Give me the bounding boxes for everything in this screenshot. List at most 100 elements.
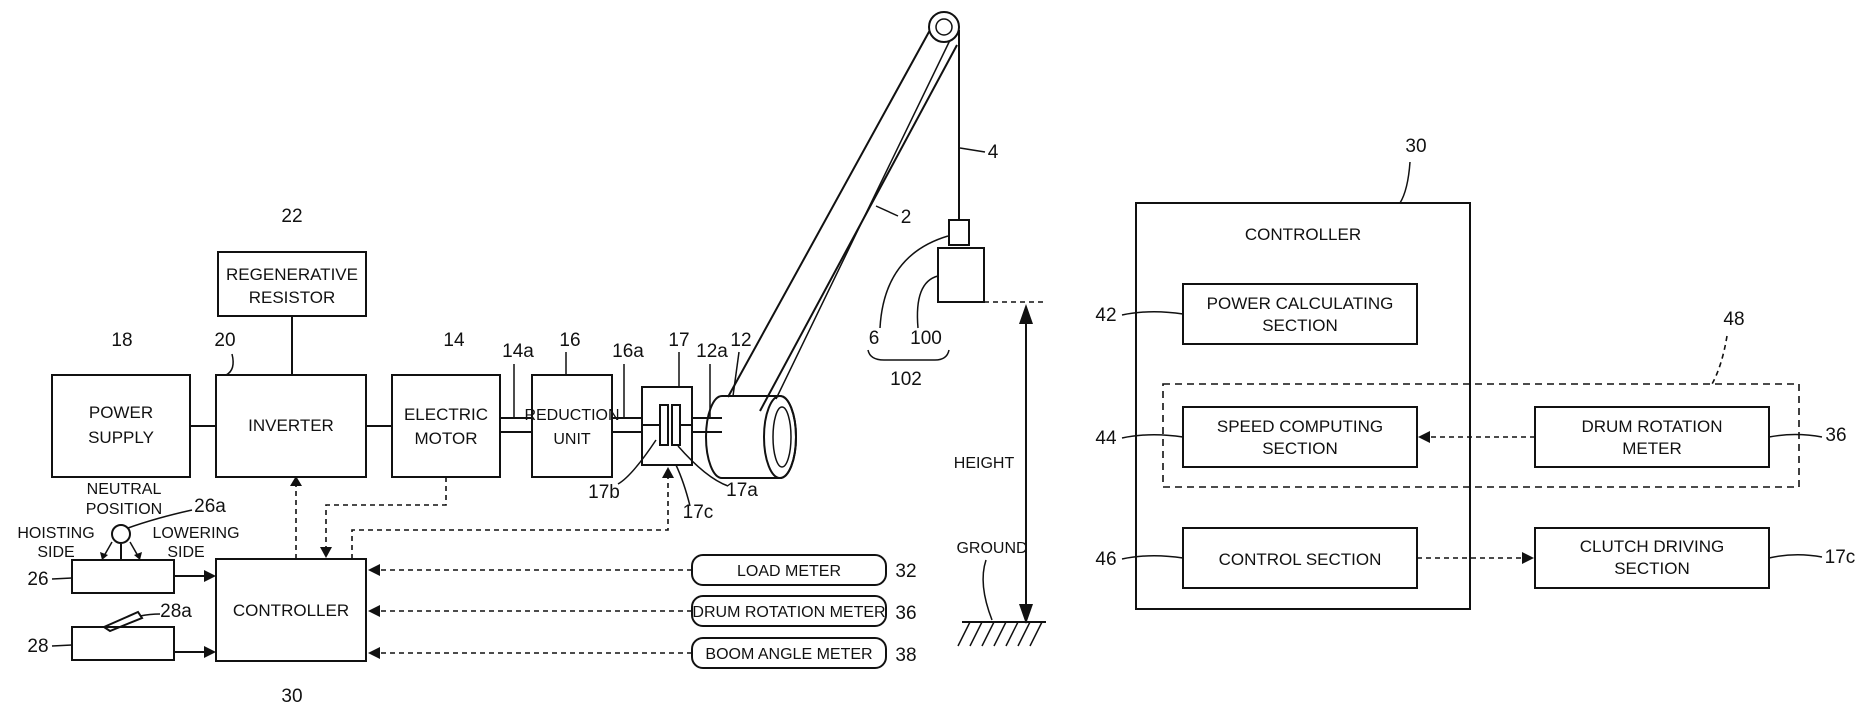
ground-hatch [982,622,994,646]
power-calculating-label-2: SECTION [1262,316,1338,335]
ref-36-right-leader [1769,435,1822,438]
clutch-plate-17b [660,405,668,445]
drum-rotation-meter-right-label-1: DRUM ROTATION [1581,417,1722,436]
ref-2-leader [876,206,898,216]
lowering-side-label-2: SIDE [167,544,204,561]
reduction-unit-label-1: REDUCTION [524,407,619,424]
ref-17c-right: 17c [1825,547,1856,568]
ref-20-leader [226,354,233,375]
ref-100-leader [917,276,938,328]
electric-motor-box [392,375,500,477]
ref-16a: 16a [612,341,644,362]
clutch-arrowhead [662,467,674,478]
hoisting-side-label-2: SIDE [37,544,74,561]
ref-42: 42 [1095,305,1116,326]
ground-label: GROUND [956,540,1027,557]
ground-hatch [958,622,970,646]
ref-36: 36 [895,603,916,624]
power-supply-label-2: SUPPLY [88,428,154,447]
ref-30-right-leader [1400,162,1410,203]
ref-28-leader [52,645,72,646]
ref-17c: 17c [683,502,714,523]
clutch-plate-17a [672,405,680,445]
power-calculating-section-box [1183,284,1417,344]
reduction-unit-box [532,375,612,477]
ref-12a: 12a [696,341,728,362]
ground-hatch [994,622,1006,646]
controller-label: CONTROLLER [233,601,349,620]
ref-17c-leader [676,465,690,506]
motor-to-controller-line [326,477,446,549]
ground-leader [983,560,992,620]
lever-base-26 [72,560,174,593]
ref-20: 20 [214,330,235,351]
power-calculating-label-1: POWER CALCULATING [1207,294,1394,313]
speed-computing-label-2: SECTION [1262,439,1338,458]
ref-14: 14 [443,330,465,351]
boom-meter-arrowhead [368,647,380,659]
ref-28a: 28a [160,601,192,622]
clutch-driving-label-2: SECTION [1614,559,1690,578]
ground-hatch [1030,622,1042,646]
ref-26: 26 [27,569,48,590]
ref-28a-leader [140,614,160,616]
load-100 [938,248,984,302]
ref-18: 18 [111,330,132,351]
clutch-section-arrowhead [1522,552,1534,564]
ref-30: 30 [281,686,302,707]
drum-12 [706,396,796,478]
electric-motor-label-2: MOTOR [415,429,478,448]
ref-17a: 17a [726,480,758,501]
neutral-position-label-1: NEUTRAL [87,481,162,498]
ref-2: 2 [901,207,912,228]
hoisting-side-label-1: HOISTING [17,525,94,542]
ref-100: 100 [910,328,942,349]
hook-6 [949,220,969,245]
ref-17b: 17b [588,482,620,503]
ref-16: 16 [559,330,580,351]
drum-rotation-meter-right-box [1535,407,1769,467]
hoisting-arrow [104,542,112,556]
boom-left-edge [728,30,930,397]
speed-computing-label-1: SPEED COMPUTING [1217,417,1383,436]
drum-rotation-meter-right-label-2: METER [1622,439,1682,458]
regenerative-resistor-label-2: RESISTOR [249,288,336,307]
reduction-unit-label-2: UNIT [553,431,591,448]
ref-17c-right-leader [1769,555,1822,558]
ref-6: 6 [869,328,880,349]
height-arrow-top-head [1019,304,1033,324]
controller-arrowhead-motor [320,547,332,558]
inverter-label: INVERTER [248,416,334,435]
controller-to-clutch-line [352,476,668,559]
drum-meter-arrowhead [368,605,380,617]
ref-26a: 26a [194,496,226,517]
ref-22: 22 [281,206,302,227]
boom-angle-meter-label: BOOM ANGLE METER [705,646,872,663]
ref-12: 12 [730,330,751,351]
ref-14a: 14a [502,341,534,362]
drum-rotation-meter-label: DRUM ROTATION METER [692,604,885,621]
ref-4: 4 [988,142,999,163]
speed-computing-section-box [1183,407,1417,467]
ref-48-leader [1712,336,1727,384]
hoisting-arrowhead [100,552,108,560]
ref-4-leader [960,148,985,152]
pedal-28-arrowhead [204,646,216,658]
ref-36-right: 36 [1825,425,1846,446]
load-meter-label: LOAD METER [737,563,841,580]
ref-38: 38 [895,645,916,666]
height-label: HEIGHT [954,455,1015,472]
regenerative-resistor-label-1: REGENERATIVE [226,265,358,284]
electric-motor-label-1: ELECTRIC [404,405,488,424]
load-meter-arrowhead [368,564,380,576]
drum-inner-face [773,407,791,467]
power-supply-box [52,375,190,477]
clutch-driving-label-1: CLUTCH DRIVING [1580,537,1725,556]
lever-26-arrowhead [204,570,216,582]
lowering-arrow [130,542,138,556]
ground-hatch [1006,622,1018,646]
ground-hatch [970,622,982,646]
ground-hatch [1018,622,1030,646]
